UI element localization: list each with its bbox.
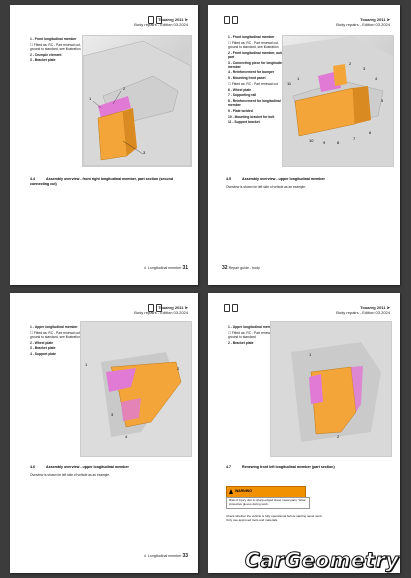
callout-4: 4: [375, 76, 378, 81]
callout-9: 9: [323, 140, 326, 145]
callout-1: 1: [85, 362, 88, 367]
page-34: Touareg 2011 ➤ Body repairs - Edition 03…: [208, 293, 400, 573]
page-header: Touareg 2011 ➤ Body repairs - Edition 03…: [336, 17, 390, 27]
assembly-illustration: 11 1 2 3 4 5 6 7 8 9 10: [282, 35, 394, 167]
parts-legend: 1 - Front longitudinal member ☐ Fitted a…: [228, 35, 286, 125]
page-31: Touareg 2011 ➤ Body repairs - Edition 03…: [10, 5, 198, 285]
vw-logo-icon: [224, 304, 238, 312]
callout-4: 4: [125, 434, 128, 439]
top-spread: Touareg 2011 ➤ Body repairs - Edition 03…: [10, 5, 400, 285]
warning-icon: [229, 489, 233, 494]
page-header: Touareg 2011 ➤ Body repairs - Edition 03…: [336, 305, 390, 315]
section-subtext: Overview is shown for left side of vehic…: [226, 185, 306, 189]
vw-logo-icon: [224, 16, 238, 24]
parts-legend: 1 - Upper longitudinal member ☐ Fitted a…: [30, 325, 81, 357]
callout-1: 1: [89, 96, 92, 101]
callout-3: 3: [363, 66, 366, 71]
callout-1: 1: [309, 352, 312, 357]
callout-5: 5: [381, 98, 384, 103]
callout-2: 2: [123, 86, 126, 91]
callout-2: 2: [177, 366, 180, 371]
note-item: Check whether the vehicle is fully opera…: [226, 514, 323, 518]
callout-6: 6: [369, 130, 372, 135]
assembly-illustration: 1 2 3 4: [80, 321, 192, 457]
callout-11: 11: [287, 81, 292, 86]
vw-logo-icon: [148, 16, 162, 24]
page-footer: 4. Longitudinal member 33: [143, 553, 188, 559]
page-footer: 32 Repair guide - body: [222, 265, 260, 271]
page-footer: 4. Longitudinal member 31: [143, 265, 188, 271]
warning-text: Risk of injury due to sharp-edged sheet …: [226, 497, 310, 509]
callout-8: 8: [337, 140, 340, 145]
callout-2: 2: [349, 61, 352, 66]
page-header: Touareg 2011 ➤ Body repairs - Edition 03…: [134, 17, 188, 27]
note-list: Check whether the vehicle is fully opera…: [226, 514, 366, 523]
note-item: Only use approved tools and materials.: [226, 517, 279, 522]
callout-2: 2: [337, 434, 340, 439]
page-header: Touareg 2011 ➤ Body repairs - Edition 03…: [134, 305, 188, 315]
parts-legend: 1 - Front longitudinal member ☐ Fitted a…: [30, 37, 81, 63]
section-subtext: Overview is shown for left side of vehic…: [30, 473, 110, 477]
vw-logo-icon: [148, 304, 162, 312]
assembly-illustration: 1 2: [270, 321, 392, 457]
cargeometry-logo: CarGeometry: [244, 548, 399, 573]
callout-3: 3: [111, 412, 114, 417]
bottom-spread: Touareg 2011 ➤ Body repairs - Edition 03…: [0, 289, 411, 578]
callout-10: 10: [309, 138, 314, 143]
assembly-illustration: 1 2 3: [82, 35, 192, 167]
callout-1: 1: [297, 76, 300, 81]
highlight-region: [98, 96, 131, 118]
page-33: Touareg 2011 ➤ Body repairs - Edition 03…: [10, 293, 198, 573]
car-body-drawing: [83, 40, 191, 166]
callout-3: 3: [143, 150, 146, 155]
parts-legend: 1 - Upper longitudinal member ☐ Fitted a…: [228, 325, 279, 345]
page-32: Touareg 2011 ➤ Body repairs - Edition 03…: [208, 5, 400, 285]
callout-7: 7: [353, 136, 356, 141]
